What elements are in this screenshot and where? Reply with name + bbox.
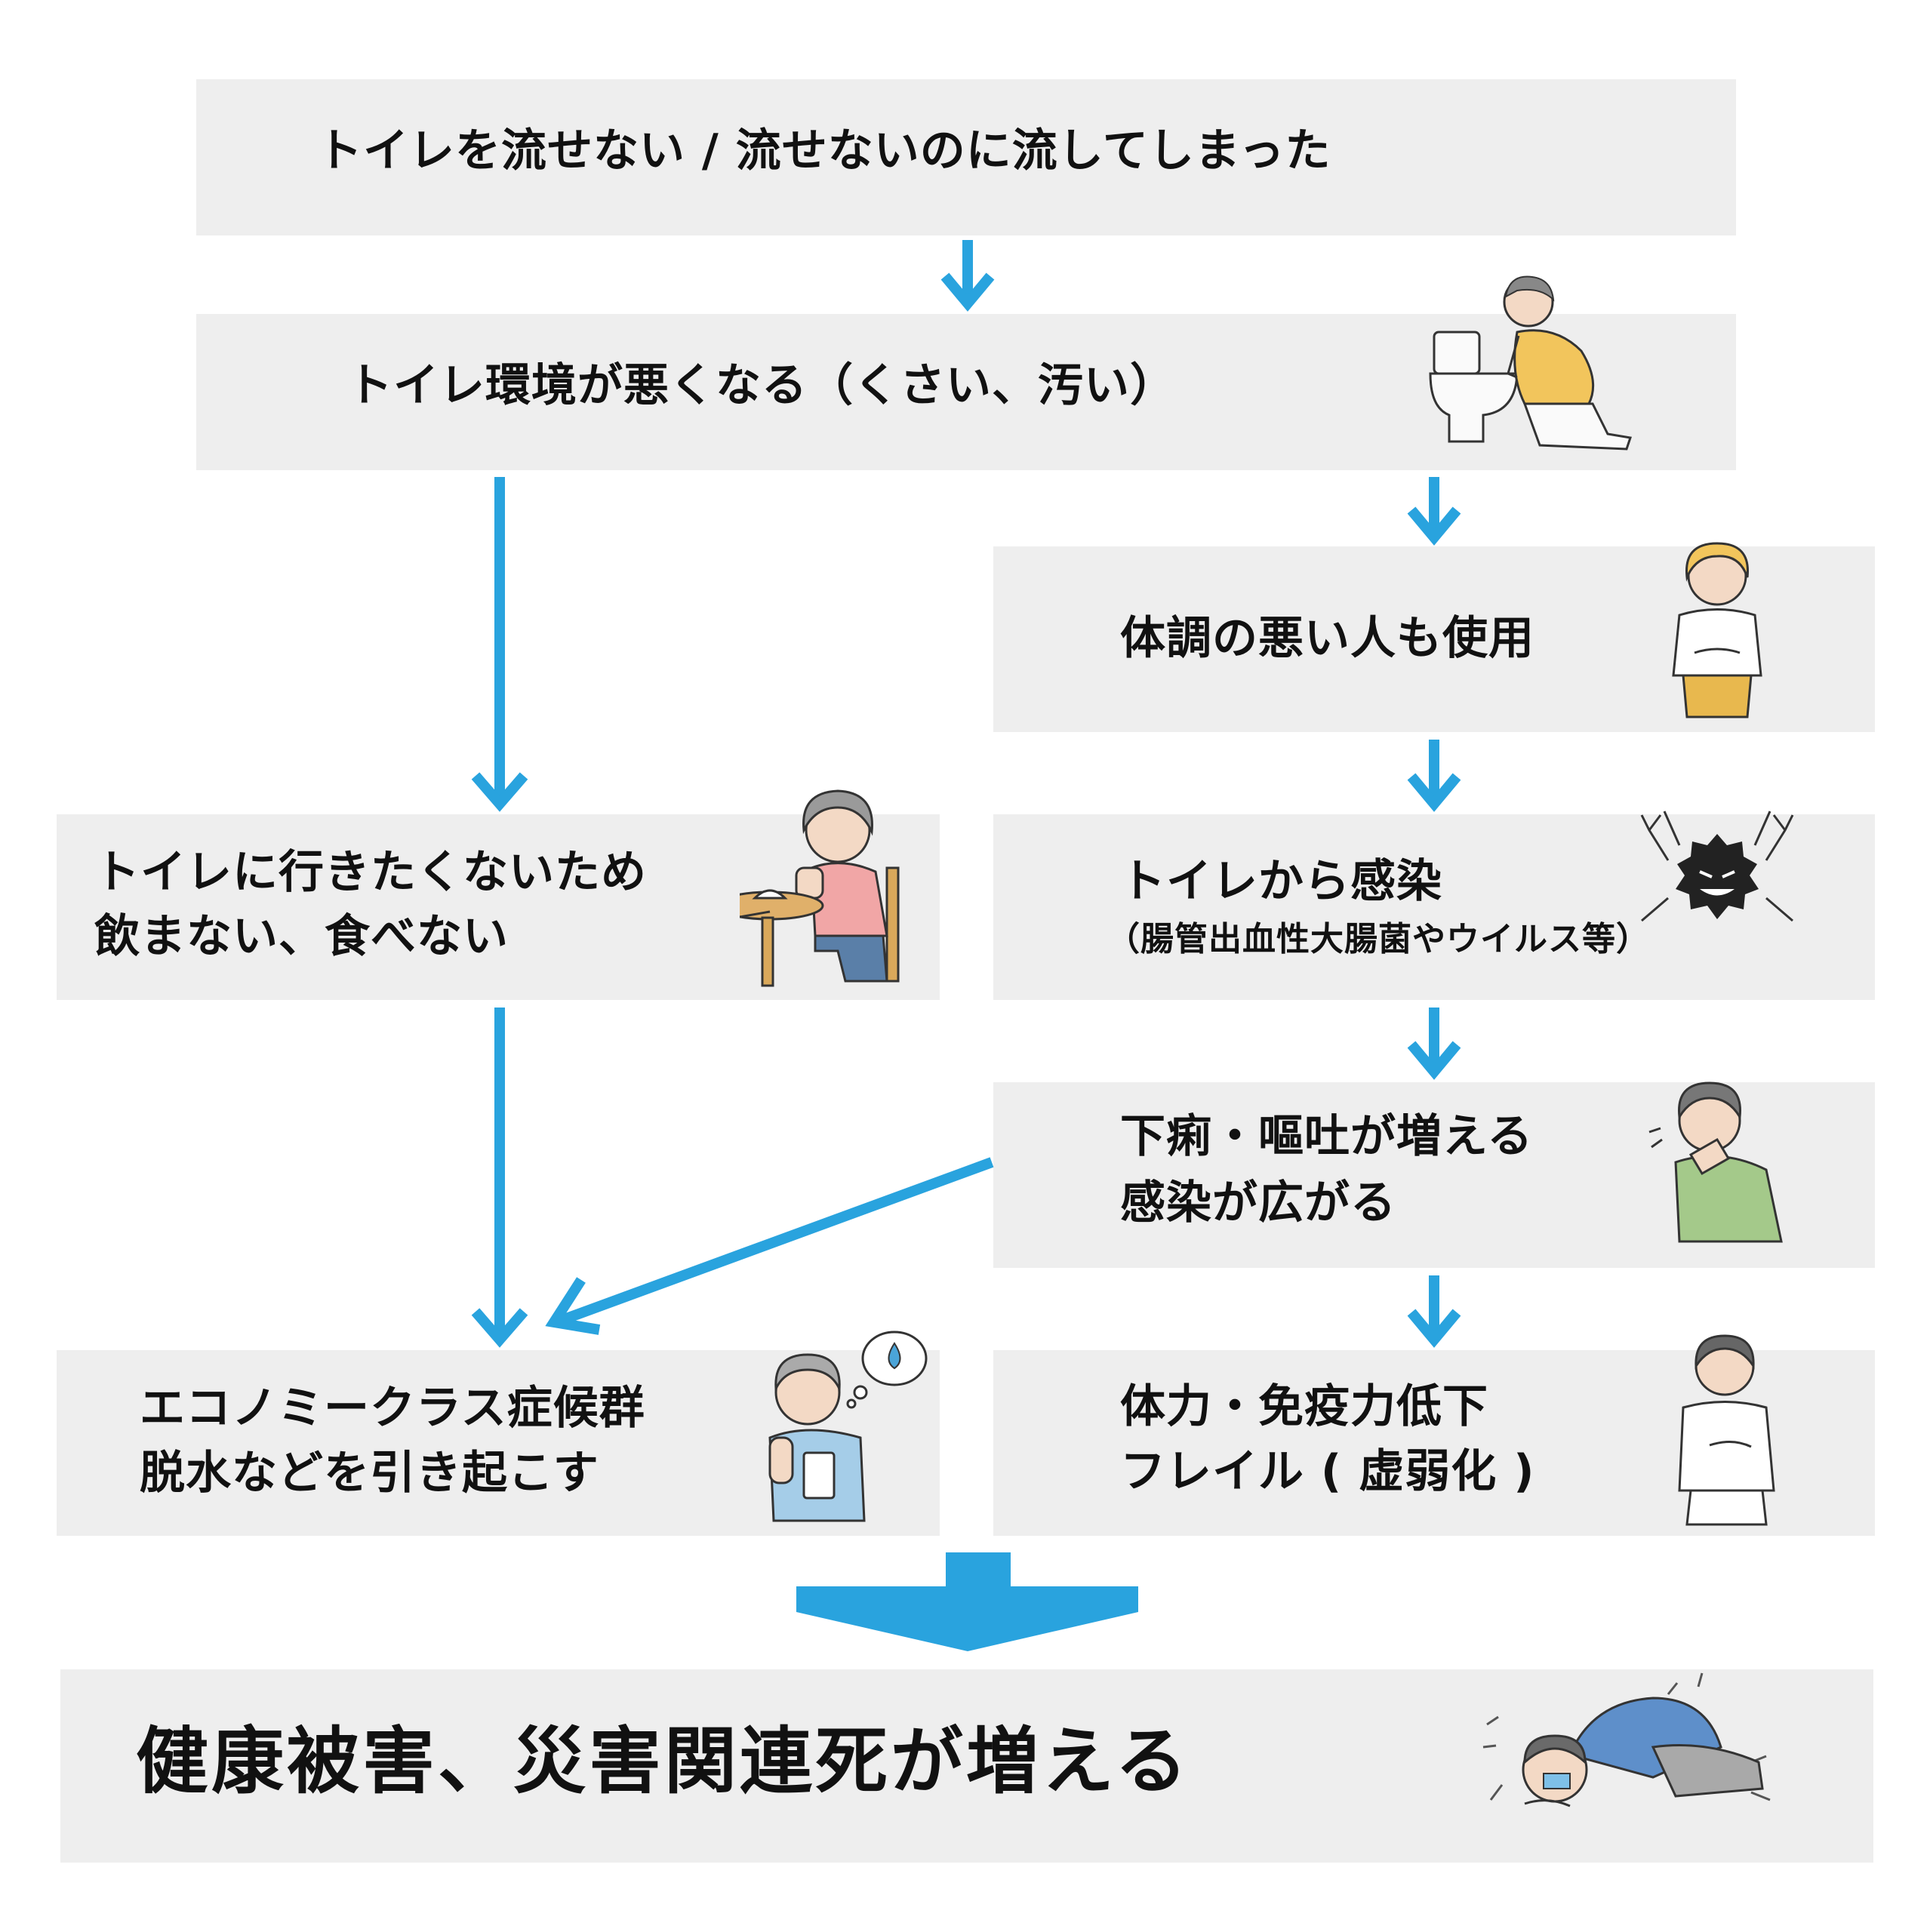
dehydrated-elderly-icon xyxy=(768,1331,928,1522)
arrow-environment-to-sick xyxy=(1407,477,1461,546)
box-weakness-line1: 体力・免疫力低下 xyxy=(1120,1380,1488,1433)
arrow-avoid-to-economy xyxy=(471,1008,528,1348)
germ-icon xyxy=(1640,811,1794,922)
box-final-outcome-text: 健康被害、災害関連死が増える xyxy=(136,1719,1191,1804)
vomiting-person-icon xyxy=(1648,1081,1783,1243)
box-economy-class-line1: エコノミークラス症候群 xyxy=(140,1382,645,1435)
box-weakness-line2: フレイル ( 虚弱化 ) xyxy=(1120,1445,1535,1498)
arrow-sick-to-infection xyxy=(1407,740,1461,812)
box-spread-line2: 感染が広がる xyxy=(1120,1177,1396,1229)
arrow-spread-to-economy xyxy=(545,1157,994,1335)
arrow-environment-to-avoid xyxy=(471,477,528,812)
box-avoid-toilet-line2: 飲まない、食べない xyxy=(94,910,509,963)
elderly-refusing-food-icon xyxy=(740,789,900,987)
box-infection-line2: （腸管出血性大腸菌やウイルス等） xyxy=(1107,920,1650,958)
box-toilet-environment-text: トイレ環境が悪くなる（くさい、汚い） xyxy=(347,359,1176,412)
arrow-infection-to-spread xyxy=(1407,1008,1461,1080)
box-toilet-unflushable: トイレを流せない / 流せないのに流してしまった xyxy=(196,79,1736,235)
nauseous-person-toilet-icon xyxy=(1429,275,1632,451)
arrow-spread-to-weakness xyxy=(1407,1275,1461,1348)
box-economy-class-line2: 脱水などを引き起こす xyxy=(140,1447,599,1500)
box-infection-line1: トイレから感染 xyxy=(1120,855,1442,908)
box-spread-line1: 下痢・嘔吐が増える xyxy=(1120,1110,1534,1163)
stomachache-person-icon xyxy=(1672,542,1762,718)
box-sick-users-text: 体調の悪い人も使用 xyxy=(1120,612,1534,665)
box-avoid-toilet-line1: トイレに行きたくないため xyxy=(94,846,647,899)
big-arrow-to-final xyxy=(796,1552,1138,1651)
weak-person-icon xyxy=(1678,1334,1775,1526)
collapsed-person-icon xyxy=(1482,1672,1771,1807)
arrow-top-to-environment xyxy=(940,240,995,312)
box-toilet-unflushable-text: トイレを流せない / 流せないのに流してしまった xyxy=(317,125,1331,177)
